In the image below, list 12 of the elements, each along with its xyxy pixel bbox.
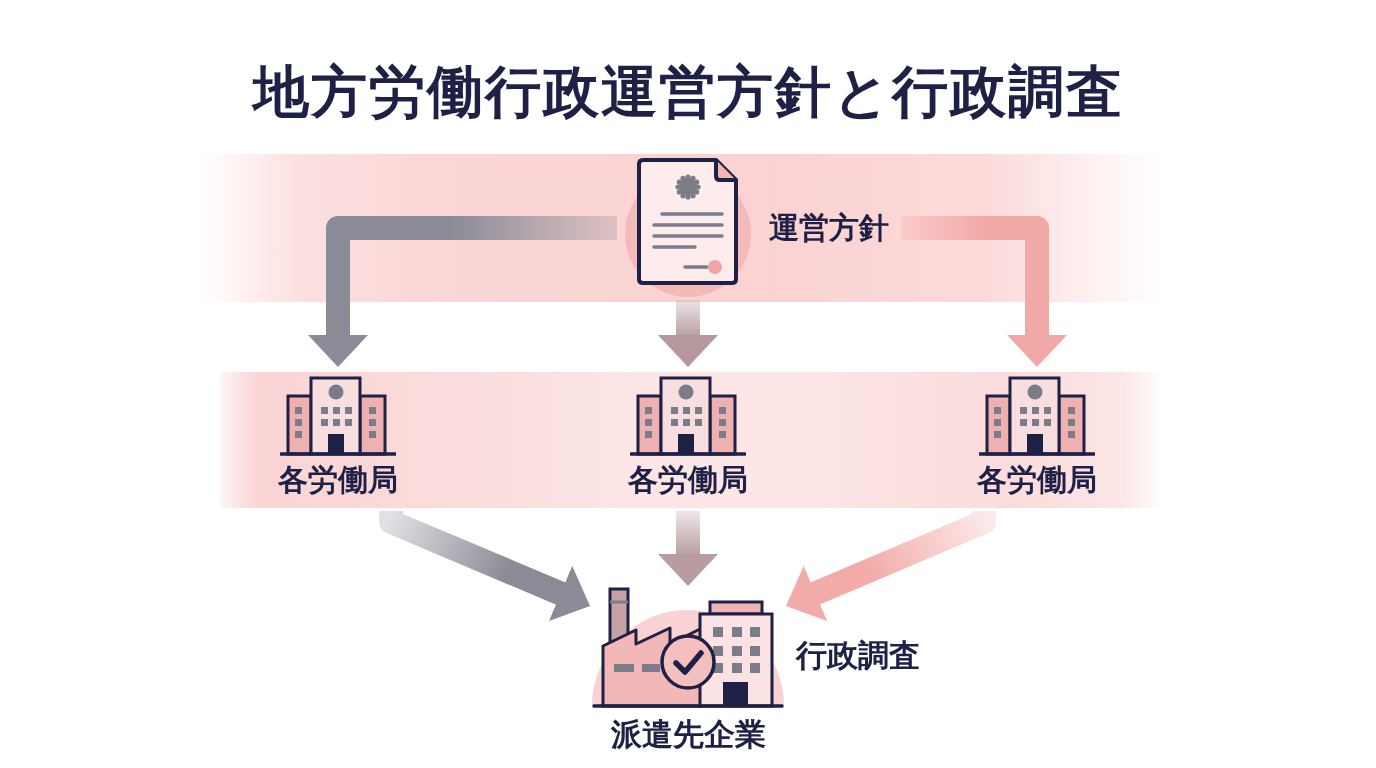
title: 地方労働行政運営方針と行政調査 <box>252 58 1124 126</box>
flow-arrow <box>658 300 718 367</box>
node-label: 派遣先企業 <box>610 716 766 752</box>
node-label: 運営方針 <box>769 210 889 246</box>
highlight-band <box>220 372 1160 508</box>
node-label: 各労働局 <box>628 462 748 498</box>
flow-arrow <box>308 216 617 367</box>
node-label: 各労働局 <box>977 462 1097 498</box>
flow-arrow <box>901 216 1067 367</box>
side-label: 行政調査 <box>796 636 920 674</box>
node-label: 各労働局 <box>278 462 398 498</box>
flow-arrow <box>658 511 718 586</box>
